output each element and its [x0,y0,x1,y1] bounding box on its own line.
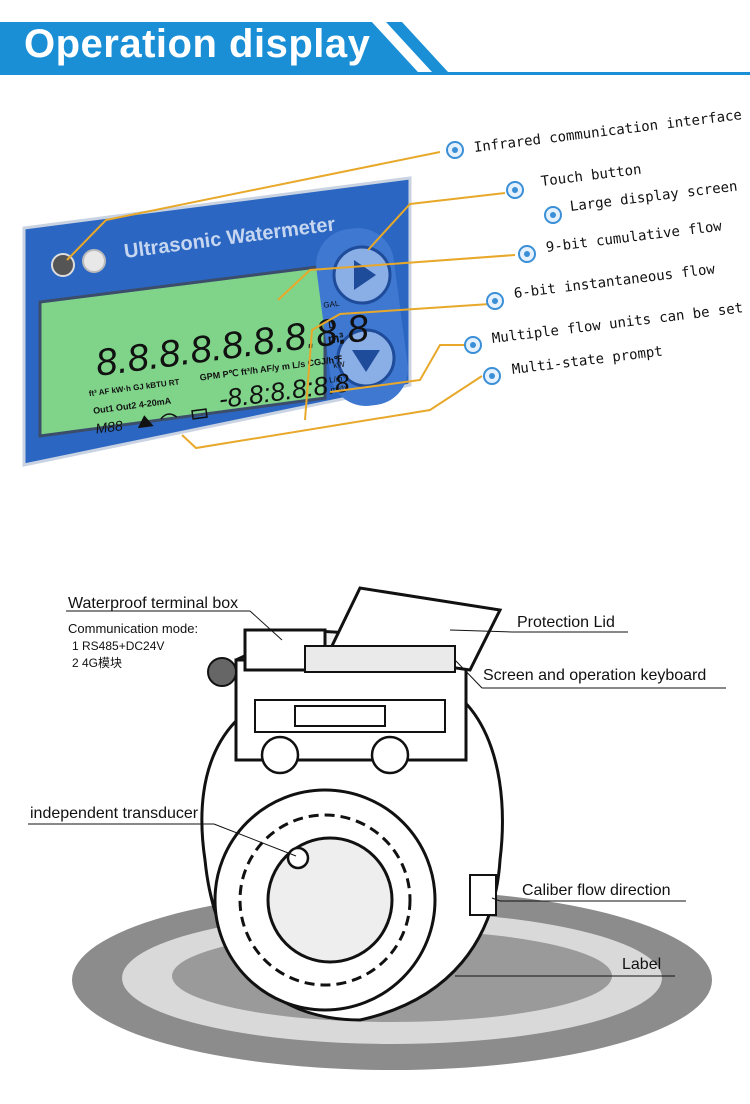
mode-indicator: M88 [95,417,124,436]
label-terminal-box: Waterproof terminal box [68,595,239,612]
callout-markers [446,141,562,385]
page-title: Operation display [24,22,371,66]
leader-lines [66,151,516,450]
label-protection-lid: Protection Lid [517,614,615,631]
transducer [286,846,310,870]
label-label: Label [622,956,662,973]
flow-direction-plate [469,874,497,916]
lcd-screen [38,264,327,438]
lcd-panel-illustration: Ultrasonic Watermeter 8.8.8.8.8.8.8.8.8 … [22,141,562,467]
unit-gal: GAL [323,299,341,310]
device-leader-lines [28,610,726,977]
unit-kw: kW [333,360,346,370]
ir-window-right [82,249,106,273]
battery-icon [191,408,208,420]
unit-l: L [327,317,336,332]
unit-m3h: m³/h [330,384,347,395]
header-banner: Operation display [0,0,750,80]
label-comm-1: 1 RS485+DC24V [72,639,165,653]
label-screen-keyboard: Screen and operation keyboard [483,667,707,684]
unit-m3: m³ [327,330,345,347]
warning-icon [137,415,154,429]
device-illustration [28,586,726,1070]
label-comm-mode: Communication mode: [68,621,199,636]
label-comm-2: 2 4G模块 [72,656,123,670]
pipe-bore [266,836,394,964]
chevron-down-icon [352,350,380,372]
screen-keyboard-area [304,645,456,673]
cable-gland [207,657,237,687]
label-caliber: Caliber flow direction [522,882,671,899]
play-icon [354,260,376,290]
wifi-icon [160,413,178,420]
banner-shape [0,22,750,75]
label-transducer: independent transducer [30,805,199,822]
unit-lm: L/m [329,374,344,385]
